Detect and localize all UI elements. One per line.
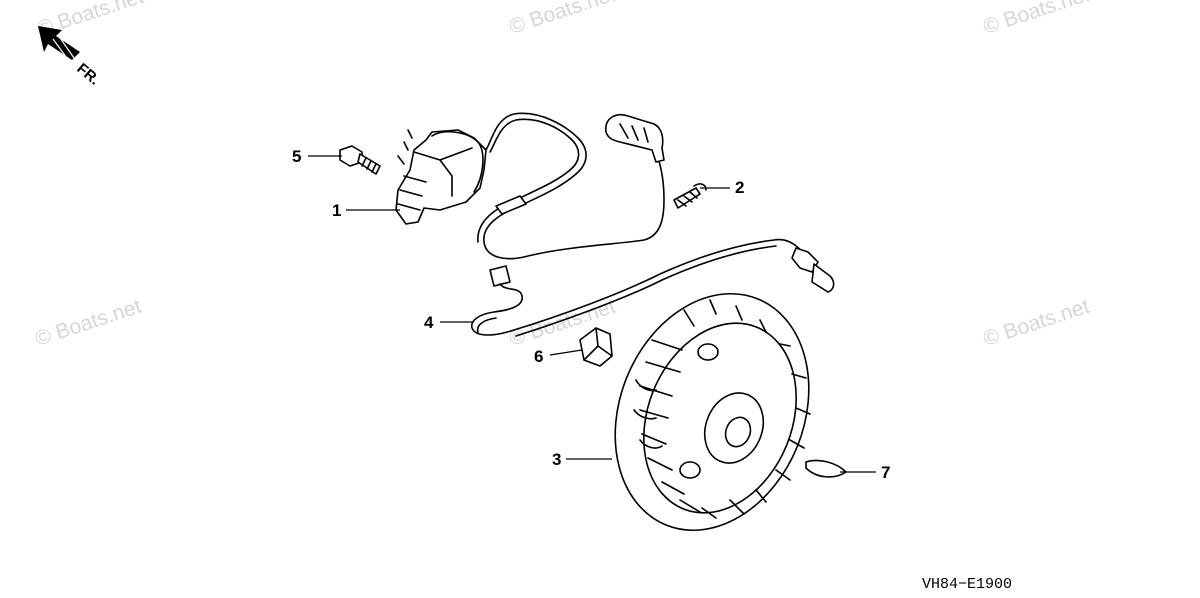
- flywheel-nut: [579, 327, 613, 367]
- drawing-code: VH84−E1900: [922, 576, 1012, 593]
- watermark-top-center: © Boats.net: [506, 0, 618, 39]
- arrow-icon: [38, 26, 80, 62]
- watermark-mid-left: © Boats.net: [32, 295, 144, 351]
- stop-switch-wire: [470, 238, 835, 337]
- direction-label: FR.: [73, 60, 102, 89]
- callout-1: 1: [332, 201, 341, 220]
- wire-clip: [673, 183, 707, 209]
- callout-7: 7: [881, 463, 890, 482]
- callout-4: 4: [424, 313, 434, 332]
- callouts: 1 2 3 4 5 6 7: [292, 147, 890, 482]
- woodruff-key: [805, 459, 847, 478]
- callout-2: 2: [735, 178, 744, 197]
- callout-5: 5: [292, 147, 301, 166]
- watermark-top-right: © Boats.net: [980, 0, 1092, 39]
- flywheel: [614, 292, 811, 532]
- front-direction-indicator: FR.: [38, 26, 103, 89]
- mounting-bolt: [339, 145, 381, 175]
- callout-6: 6: [534, 347, 543, 366]
- callout-3: 3: [552, 450, 561, 469]
- leader-lines: [308, 155, 876, 473]
- ignition-coil: [395, 112, 665, 260]
- watermark-mid-right: © Boats.net: [980, 295, 1092, 351]
